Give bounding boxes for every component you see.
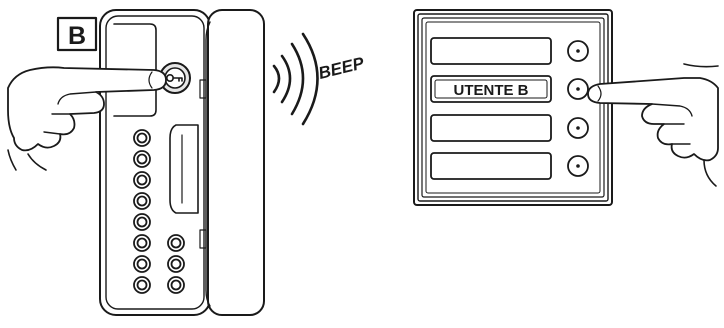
keypad-left-column — [133, 129, 151, 294]
name-slot-label: UTENTE B — [454, 82, 529, 99]
keypad-right-column — [167, 234, 185, 294]
step-label-box: B — [56, 16, 98, 52]
keypad-button[interactable] — [133, 213, 151, 231]
name-slot — [430, 37, 552, 65]
call-panel: UTENTE B — [413, 9, 613, 206]
keypad-button[interactable] — [133, 129, 151, 147]
name-slot: UTENTE B — [430, 75, 552, 103]
keypad-button[interactable] — [133, 234, 151, 252]
call-button[interactable] — [567, 40, 589, 62]
sound-waves-icon — [272, 32, 319, 126]
keypad-button[interactable] — [167, 276, 185, 294]
intercom-handset — [207, 9, 265, 316]
key-icon — [166, 74, 183, 83]
intercom-base — [99, 9, 211, 316]
name-slot — [430, 114, 552, 142]
intercom-unit — [99, 9, 265, 316]
beep-text: BEEP — [316, 53, 366, 83]
keypad-button[interactable] — [167, 255, 185, 273]
keypad-button[interactable] — [133, 192, 151, 210]
step-label: B — [68, 22, 86, 50]
keypad-button[interactable] — [133, 255, 151, 273]
keypad-button[interactable] — [167, 234, 185, 252]
call-button[interactable] — [567, 155, 589, 177]
call-button[interactable] — [567, 117, 589, 139]
keypad-button[interactable] — [133, 171, 151, 189]
keypad-button[interactable] — [133, 150, 151, 168]
keypad-button[interactable] — [133, 276, 151, 294]
call-button[interactable] — [567, 78, 589, 100]
pointing-hand-right-icon — [587, 63, 719, 187]
pointing-hand-left-icon — [7, 66, 167, 171]
name-slot — [430, 152, 552, 180]
